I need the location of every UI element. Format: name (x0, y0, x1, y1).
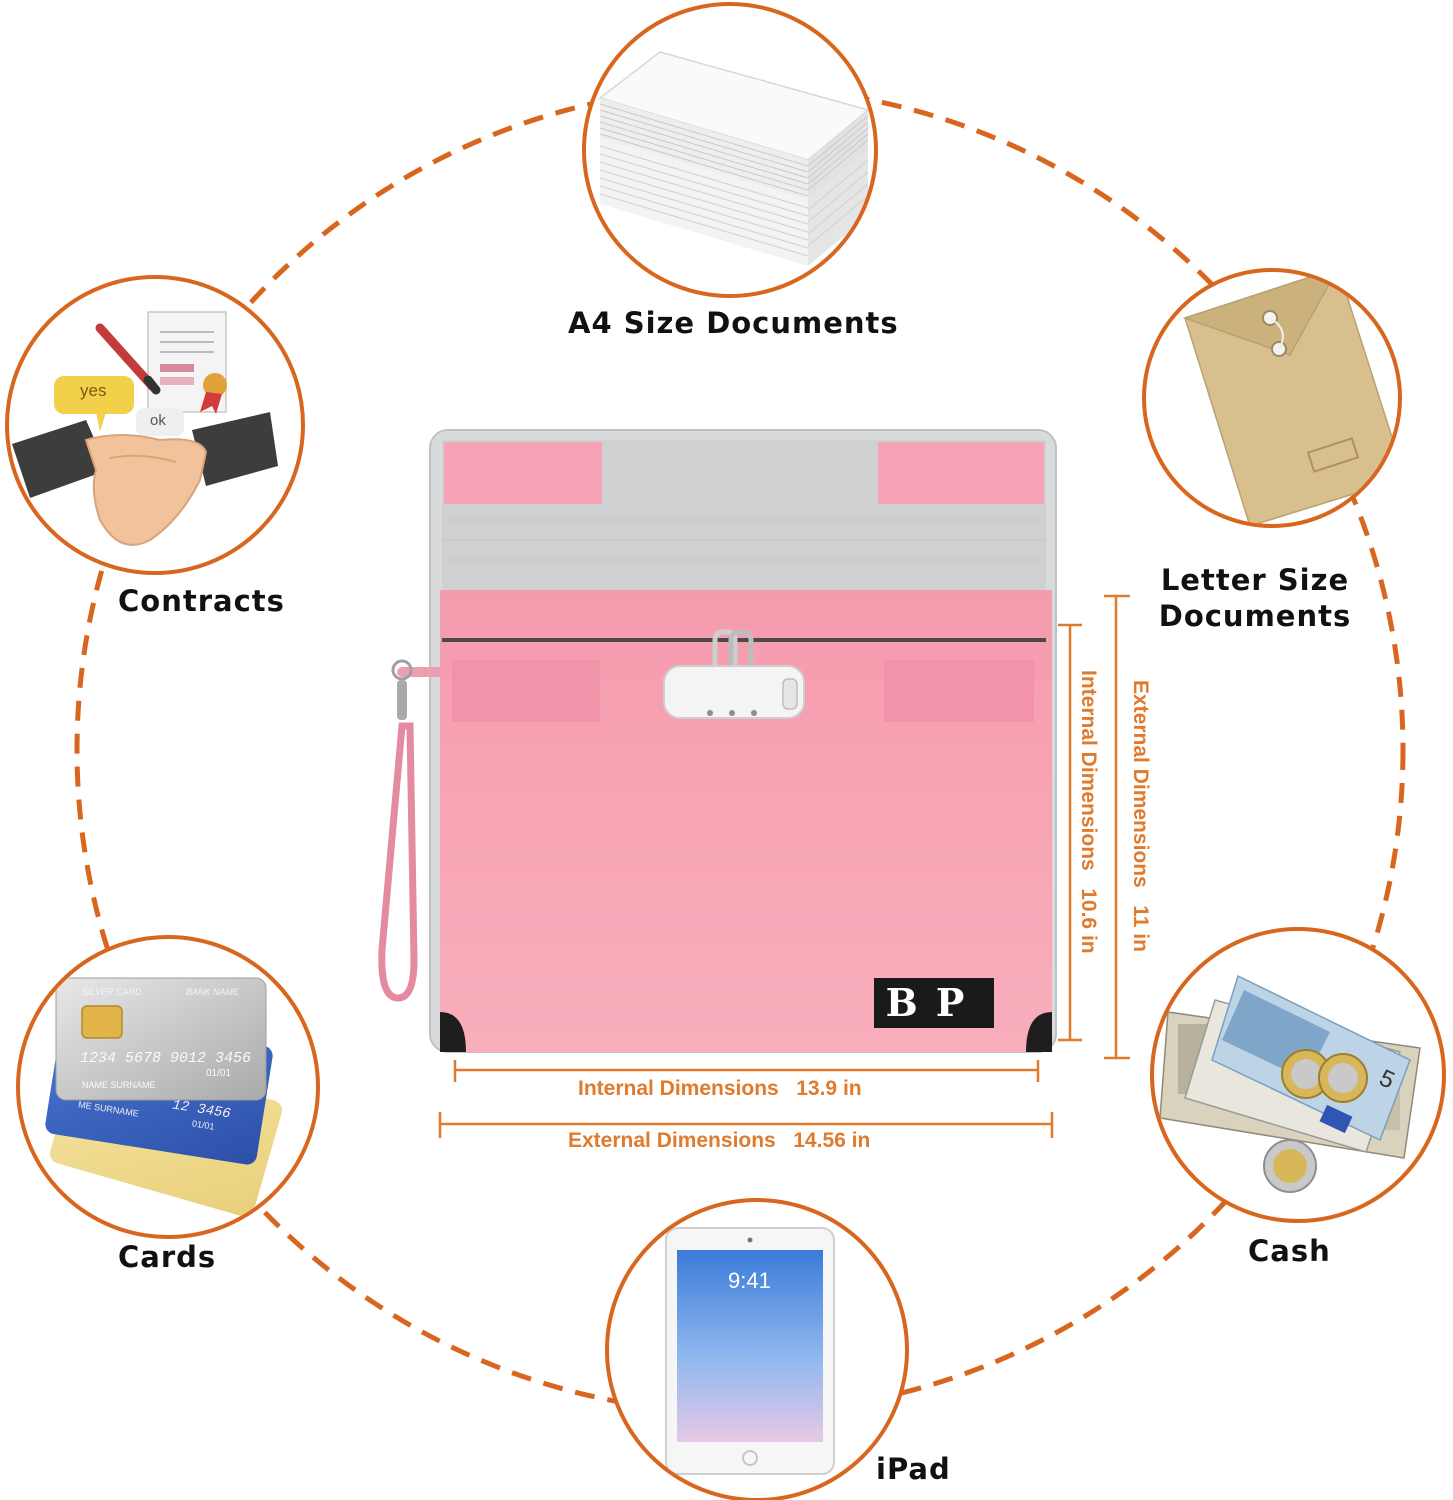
external-height-title: External Dimensions (1129, 680, 1152, 888)
external-width-label: External Dimensions 14.56 in (568, 1129, 870, 1153)
external-height-label: External Dimensions 11 in (1128, 680, 1152, 952)
ipad-label: iPad (876, 1452, 951, 1486)
card-name: NAME SURNAME (82, 1080, 156, 1090)
internal-height-title: Internal Dimensions (1077, 670, 1100, 871)
contracts-circle (5, 275, 305, 575)
ipad-circle (605, 1198, 909, 1500)
cash-label: Cash (1248, 1234, 1331, 1268)
dimension-lines (438, 594, 1130, 1138)
kraft-envelope-icon (1182, 272, 1398, 524)
internal-width-value: 13.9 in (796, 1077, 862, 1100)
bubble-ok-text: ok (150, 412, 166, 429)
handshake-contract-icon (12, 311, 278, 546)
contracts-label: Contracts (118, 584, 285, 618)
cash-coins-icon (1159, 974, 1421, 1193)
internal-height-value: 10.6 in (1077, 888, 1100, 954)
a4-documents-label: A4 Size Documents (568, 306, 899, 340)
internal-width-label: Internal Dimensions 13.9 in (578, 1077, 862, 1101)
paper-stack-icon (598, 51, 870, 266)
brand-logo-text: BP (885, 980, 983, 1025)
cash-circle (1150, 927, 1446, 1223)
bubble-yes-text: yes (80, 381, 107, 400)
card-number: 1234 5678 9012 3456 (80, 1050, 252, 1067)
letter-documents-circle (1142, 268, 1402, 528)
card-expiry: 01/01 (206, 1068, 232, 1079)
letter-documents-label: Letter Size Documents (1158, 563, 1352, 633)
card-silver-bank: BANK NAME (186, 987, 240, 997)
internal-height-label: Internal Dimensions 10.6 in (1076, 670, 1100, 954)
internal-width-title: Internal Dimensions (578, 1077, 779, 1100)
cards-circle (16, 935, 320, 1239)
external-width-value: 14.56 in (793, 1129, 871, 1152)
card-silver-brand: SILVER CARD (82, 987, 142, 997)
a4-documents-circle (582, 2, 878, 298)
brand-logo (874, 978, 994, 1028)
wrist-strap (378, 722, 418, 1002)
tablet-icon (665, 1227, 835, 1475)
cards-label: Cards (118, 1240, 217, 1274)
external-height-value: 11 in (1129, 905, 1152, 952)
credit-cards-icon (45, 977, 283, 1217)
ipad-time: 9:41 (728, 1268, 771, 1293)
external-width-title: External Dimensions (568, 1129, 776, 1152)
fireproof-folder (378, 429, 1057, 1053)
